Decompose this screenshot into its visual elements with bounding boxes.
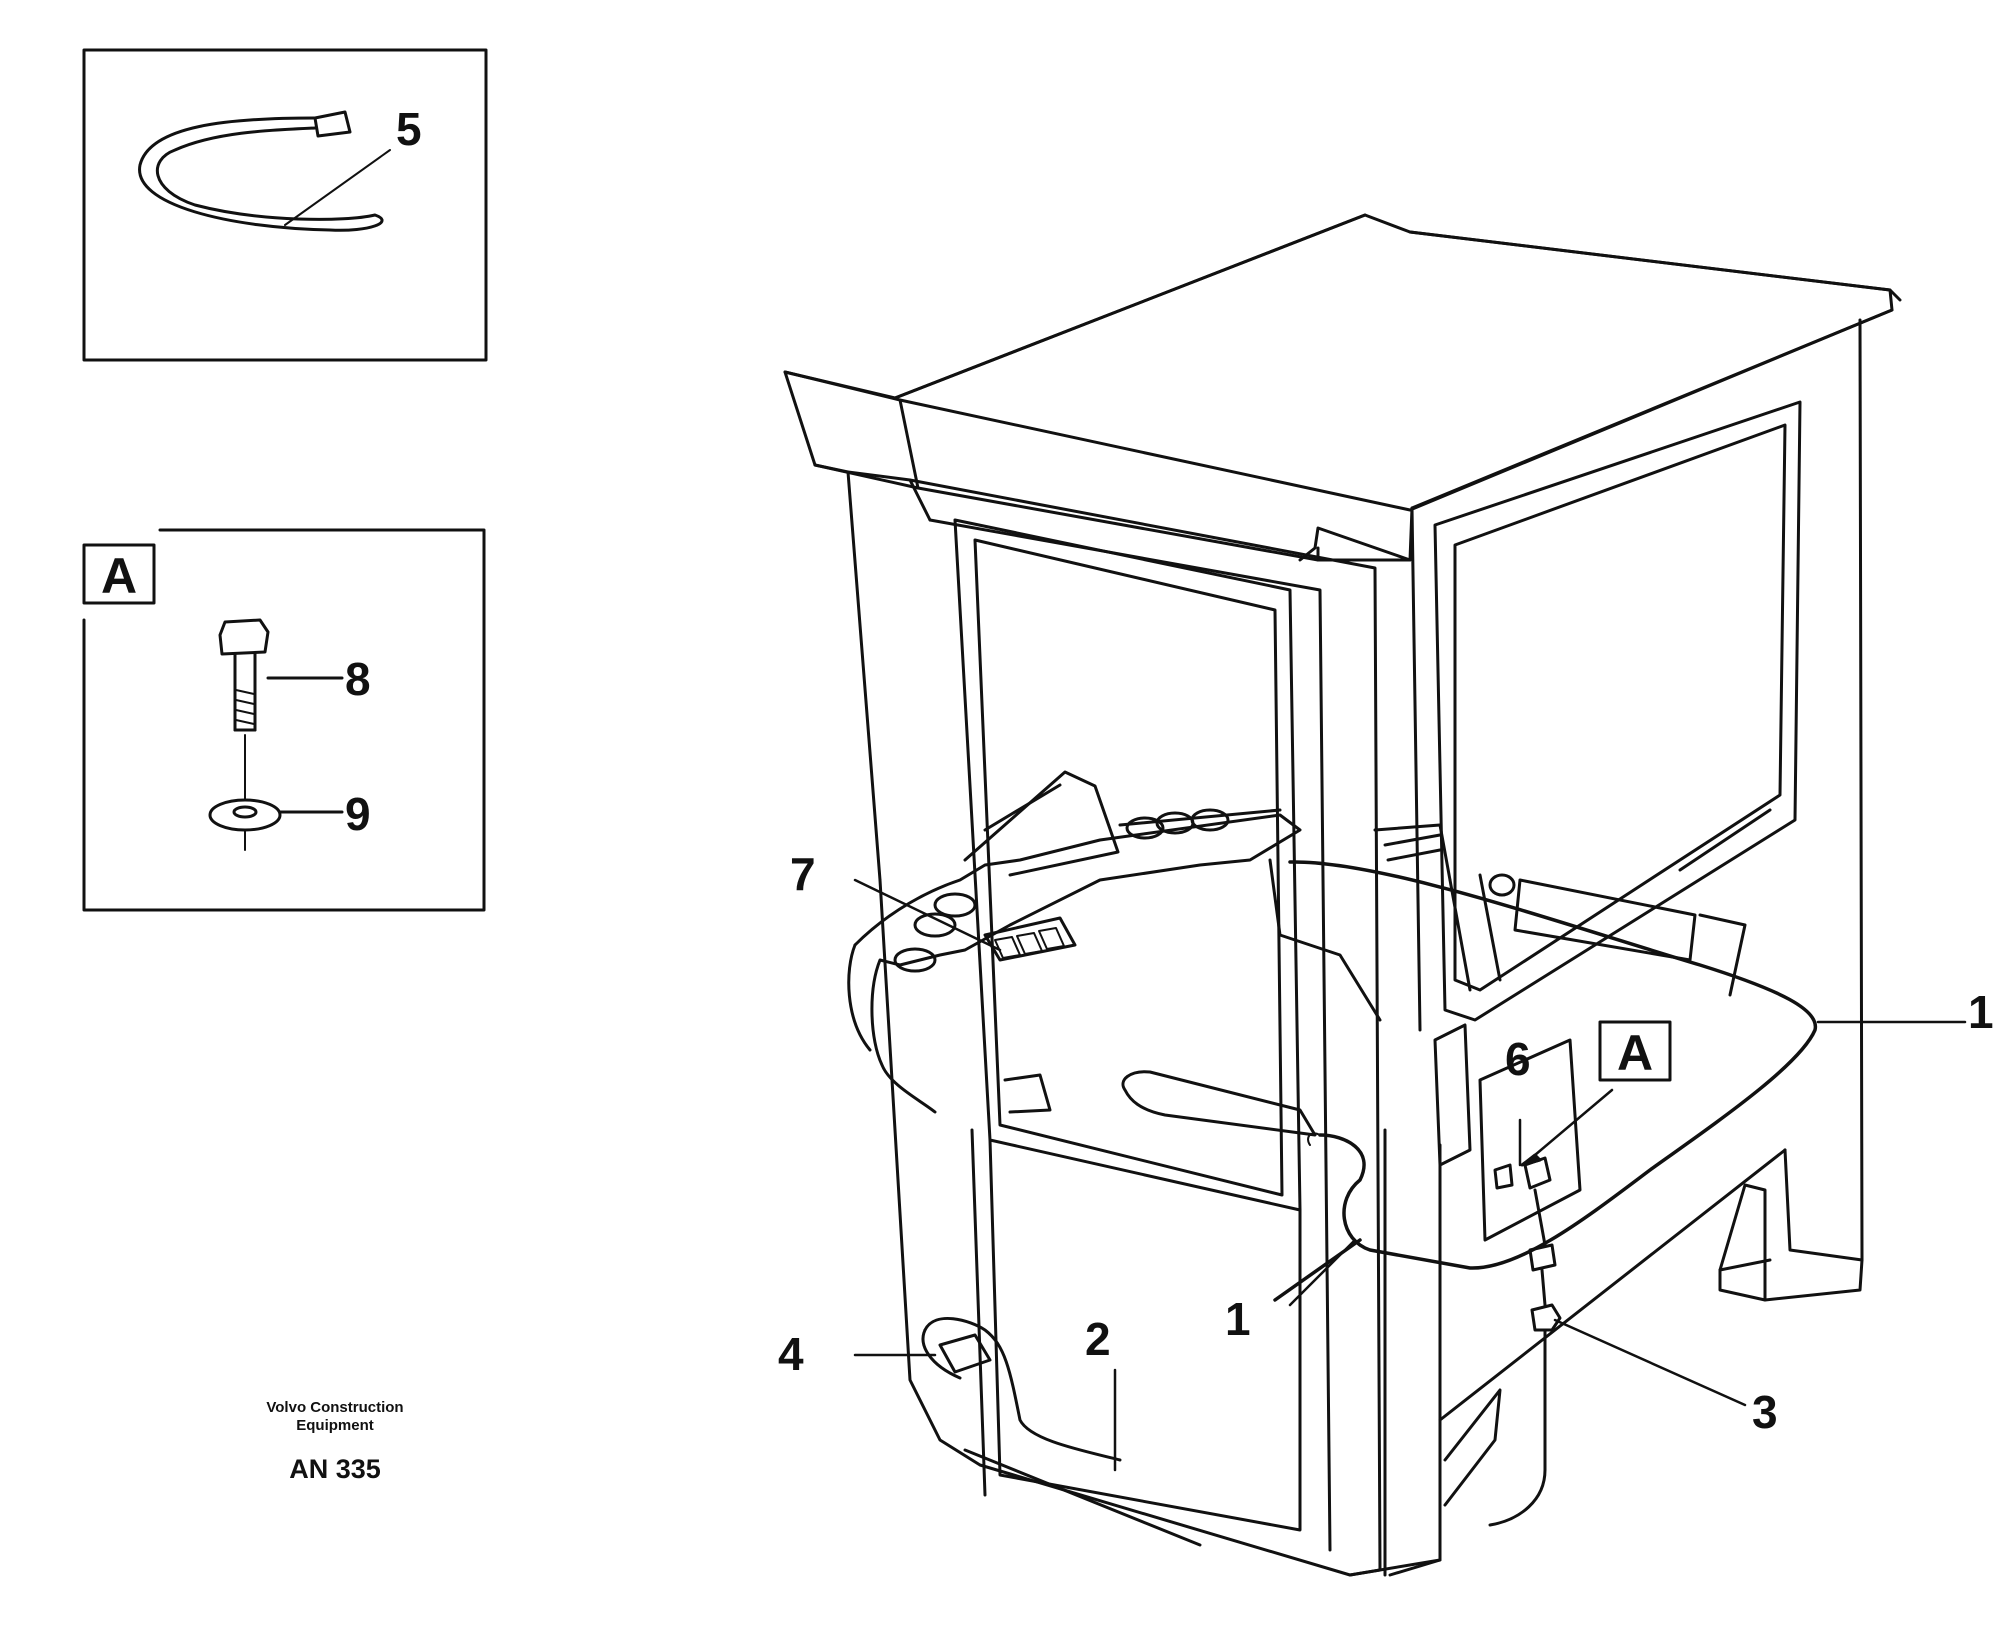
leader-lines [853,878,1967,1472]
detail-marker-box [1598,1020,1672,1082]
callout-1-lower: 1 [1225,1293,1251,1345]
callout-6: 6 [1505,1033,1531,1085]
callout-8: 8 [345,653,371,705]
credit-line-1: Volvo Construction [266,1399,403,1416]
callout-4: 4 [778,1328,804,1380]
drawing-code: AN 335 [289,1454,381,1484]
callout-3: 3 [1752,1386,1778,1438]
side-electrical-panel [1373,823,1747,1242]
credit-line-2: Equipment [296,1417,374,1434]
callout-9: 9 [345,788,371,840]
detail-inset-a [82,528,486,912]
callout-1-right: 1 [1968,986,1994,1038]
cable-tie-icon [138,116,384,232]
washer-icon [208,734,344,851]
inset-letter-box [82,543,156,605]
switch-panel-icon [983,916,1077,962]
dashboard-console [847,770,1382,1137]
callout-7: 7 [790,848,816,900]
cable-harness [1273,860,1818,1302]
bolt-icon [218,618,344,732]
callout-2: 2 [1085,1313,1111,1365]
detail-marker-letter: A [1617,1025,1653,1081]
cable-tie-inset [82,48,488,362]
callout-5: 5 [396,103,422,155]
inset-a-letter: A [101,548,137,604]
